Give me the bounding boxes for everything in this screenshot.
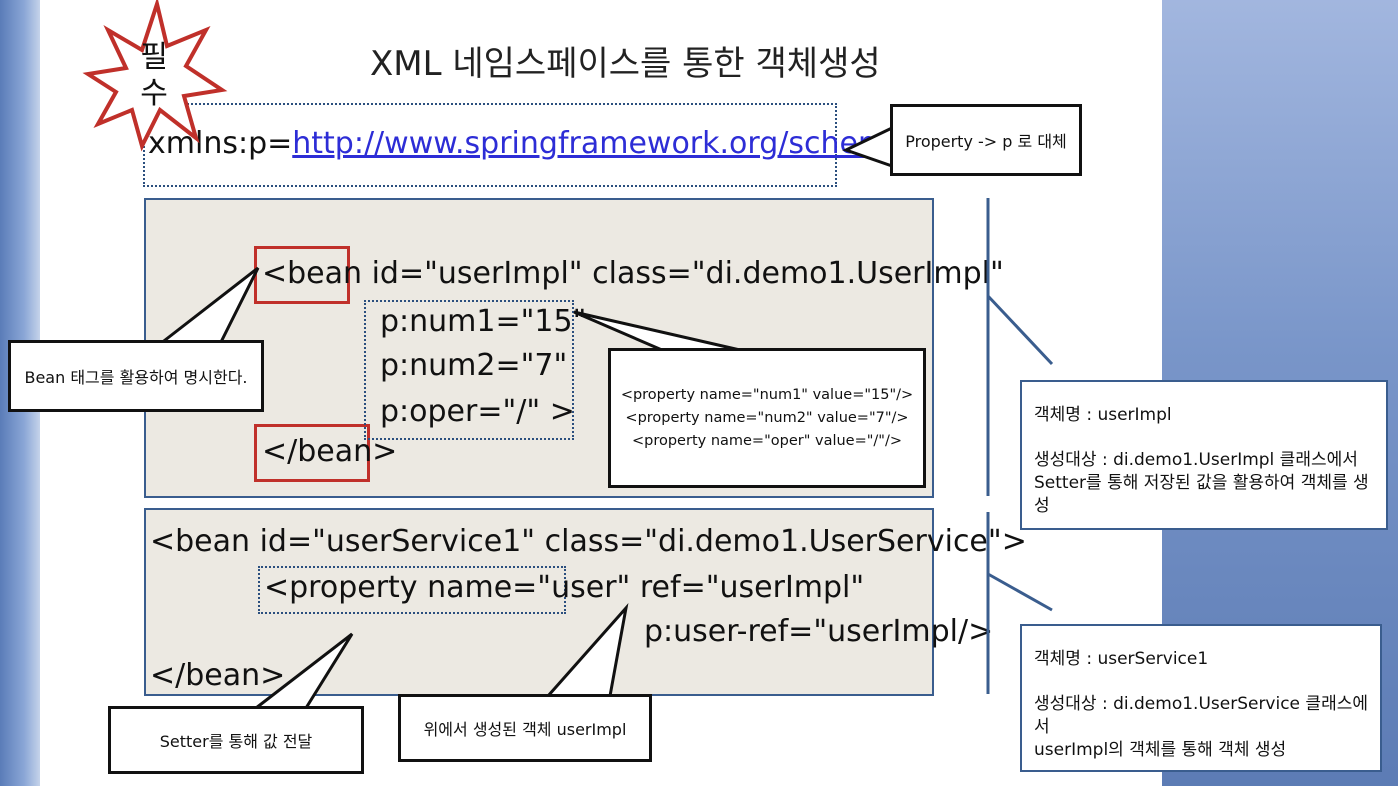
property-callout-pointer [573,310,741,352]
required-badge-line2: 수 [140,76,168,111]
property-tag-highlight [258,566,566,614]
namespace-prefix: xmlns:p= [148,126,293,161]
namespace-declaration: xmlns:p=http://www.springframework.org/s… [148,126,935,161]
badge-star-shape [82,0,228,152]
bean2-close-tag: </bean> [150,658,286,693]
property-equivalent-callout: <property name="num1" value="15"/> <prop… [608,348,926,488]
info1-target-line2: Setter를 통해 저장된 값을 활용하여 객체를 생성 [1034,473,1369,516]
created-object-callout: 위에서 생성된 객체 userImpl [398,694,652,762]
setter-callout: Setter를 통해 값 전달 [108,706,364,774]
bean1-p-num2: p:num2="7" [380,348,568,383]
namespace-url-link[interactable]: http://www.springframework.org/schema/p [292,126,935,161]
bean2-open-line: <bean id="userService1" class="di.demo1.… [150,524,1027,559]
bean2-property-line: <property name="user" ref="userImpl" [264,570,864,605]
info1-object-name: 객체명 : userImpl [1034,405,1172,425]
bean1-p-num1: p:num1="15" [380,304,587,339]
property-line-oper: <property name="oper" value="/"/> [631,432,903,449]
bean2-ref-attr: ref="userImpl" [630,570,865,605]
info2-object-name: 객체명 : userService1 [1034,649,1209,669]
info-box-userservice1: 객체명 : userService1 생성대상 : di.demo1.UserS… [1020,624,1382,772]
required-badge-text: 필 수 [134,40,174,112]
property-replace-callout: Property -> p 로 대체 [890,104,1082,176]
bean2-p-user-ref: p:user-ref="userImpl/> [644,614,994,649]
property-line-num2: <property name="num2" value="7"/> [625,409,909,426]
setter-callout-pointer [251,632,354,710]
info1-target-line1: 생성대상 : di.demo1.UserImpl 클래스에서 [1034,450,1358,470]
bean1-close-tag: </bean> [262,434,398,469]
bean2-property-tag: <property name="user" [264,570,631,605]
bean-tag-callout-pointer [155,266,260,346]
info2-target-line1: 생성대상 : di.demo1.UserService 클래스에서 [1034,694,1368,737]
bean1-open-line: <bean id="userImpl" class="di.demo1.User… [262,256,1004,291]
p-attributes-highlight [364,300,574,440]
page-title: XML 네임스페이스를 통한 객체생성 [370,44,881,84]
bean-close-tag-highlight [254,424,370,482]
created-callout-pointer [544,602,629,698]
bean1-attrs: id="userImpl" class="di.demo1.UserImpl" [362,256,1004,291]
required-badge-line1: 필 [140,40,168,75]
bean-tag-callout: Bean 태그를 활용하여 명시한다. [8,340,264,412]
info2-target-line2: userImpl의 객체를 통해 객체 생성 [1034,740,1287,760]
info1-connector-line [986,294,1054,366]
bean1-open-tag: <bean [262,256,363,291]
info-box-userimpl: 객체명 : userImpl 생성대상 : di.demo1.UserImpl … [1020,380,1388,530]
property-line-num1: <property name="num1" value="15"/> [620,386,914,403]
replace-callout-pointer [842,125,894,169]
bean1-p-oper: p:oper="/" > [380,394,575,429]
info2-connector-line [987,572,1053,612]
